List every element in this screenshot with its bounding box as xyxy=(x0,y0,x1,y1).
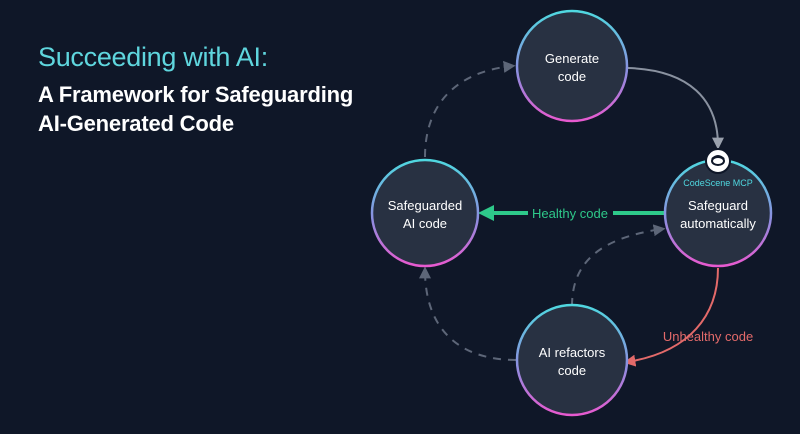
subheadline-line-2: AI-Generated Code xyxy=(38,111,234,136)
edge-refactor-to-safeguard xyxy=(571,224,666,307)
node-generate-line-2: code xyxy=(558,69,586,84)
edge-safeguarded-to-generate xyxy=(424,60,516,158)
codescene-mcp-label: CodeScene MCP xyxy=(683,178,753,188)
title-block: Succeeding with AI: A Framework for Safe… xyxy=(38,40,398,138)
label-healthy-code: Healthy code xyxy=(532,206,608,221)
node-safeguard-automatically: CodeScene MCP Safeguard automatically xyxy=(663,158,773,268)
node-ai-refactors-code: AI refactors code xyxy=(515,303,629,417)
node-refactor-line-2: code xyxy=(558,363,586,378)
node-safeguard-line-1: Safeguard xyxy=(688,198,748,213)
subheadline-line-1: A Framework for Safeguarding xyxy=(38,82,354,107)
node-refactor-line-1: AI refactors xyxy=(539,345,606,360)
node-generate-code: Generate code xyxy=(515,9,629,123)
headline: Succeeding with AI: xyxy=(38,42,268,72)
node-generate-line-1: Generate xyxy=(545,51,599,66)
edge-refactor-to-safeguarded xyxy=(419,266,517,361)
node-safeguarded-ai-code: Safeguarded AI code xyxy=(370,158,480,268)
label-unhealthy-code: Unhealthy code xyxy=(663,329,753,344)
node-safeguard-line-2: automatically xyxy=(680,216,756,231)
edge-generate-to-safeguard xyxy=(627,67,724,150)
node-safeguarded-line-1: Safeguarded xyxy=(388,198,462,213)
subheadline: A Framework for Safeguarding AI-Generate… xyxy=(38,80,398,138)
node-safeguarded-line-2: AI code xyxy=(403,216,447,231)
codescene-logo-icon xyxy=(705,148,731,174)
edge-unhealthy xyxy=(623,267,719,367)
